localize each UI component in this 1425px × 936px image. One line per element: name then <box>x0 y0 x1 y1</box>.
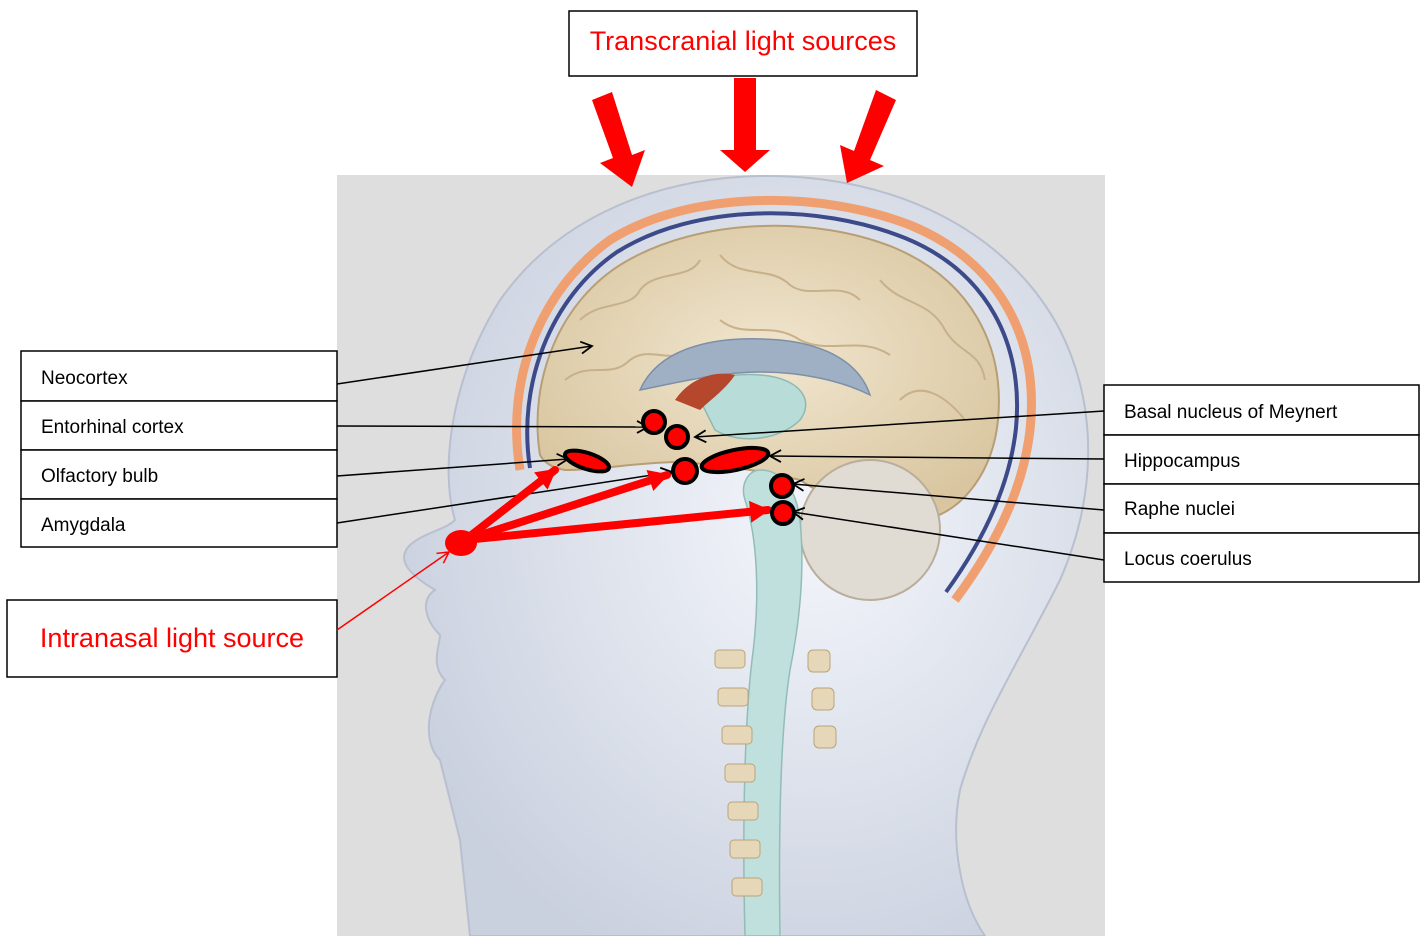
right-label-hippocampus: Hippocampus <box>1124 451 1240 472</box>
left-label-table: Neocortex Entorhinal cortex Olfactory bu… <box>21 351 337 547</box>
left-label-amygdala: Amygdala <box>41 515 126 536</box>
transcranial-arrows <box>592 78 896 187</box>
transcranial-arrow-right <box>840 90 896 183</box>
right-label-locus: Locus coerulus <box>1124 549 1252 570</box>
transcranial-arrow-center <box>720 78 770 172</box>
leader-entorhinal <box>337 426 648 427</box>
marker-locus <box>772 502 794 524</box>
right-label-table: Basal nucleus of Meynert Hippocampus Rap… <box>1104 385 1419 582</box>
transcranial-label: Transcranial light sources <box>590 26 897 56</box>
transcranial-arrow-left <box>592 92 645 187</box>
marker-entorhinal <box>643 411 665 433</box>
marker-meynert <box>666 426 688 448</box>
intranasal-source-dot <box>445 530 477 556</box>
marker-raphe <box>771 475 793 497</box>
left-label-entorhinal: Entorhinal cortex <box>41 417 184 438</box>
right-label-meynert: Basal nucleus of Meynert <box>1124 402 1338 423</box>
marker-amygdala <box>673 459 697 483</box>
left-label-olfactory: Olfactory bulb <box>41 466 158 487</box>
left-label-neocortex: Neocortex <box>41 368 128 389</box>
right-label-raphe: Raphe nuclei <box>1124 499 1235 520</box>
cerebellum <box>800 460 940 600</box>
intranasal-label: Intranasal light source <box>40 623 304 653</box>
